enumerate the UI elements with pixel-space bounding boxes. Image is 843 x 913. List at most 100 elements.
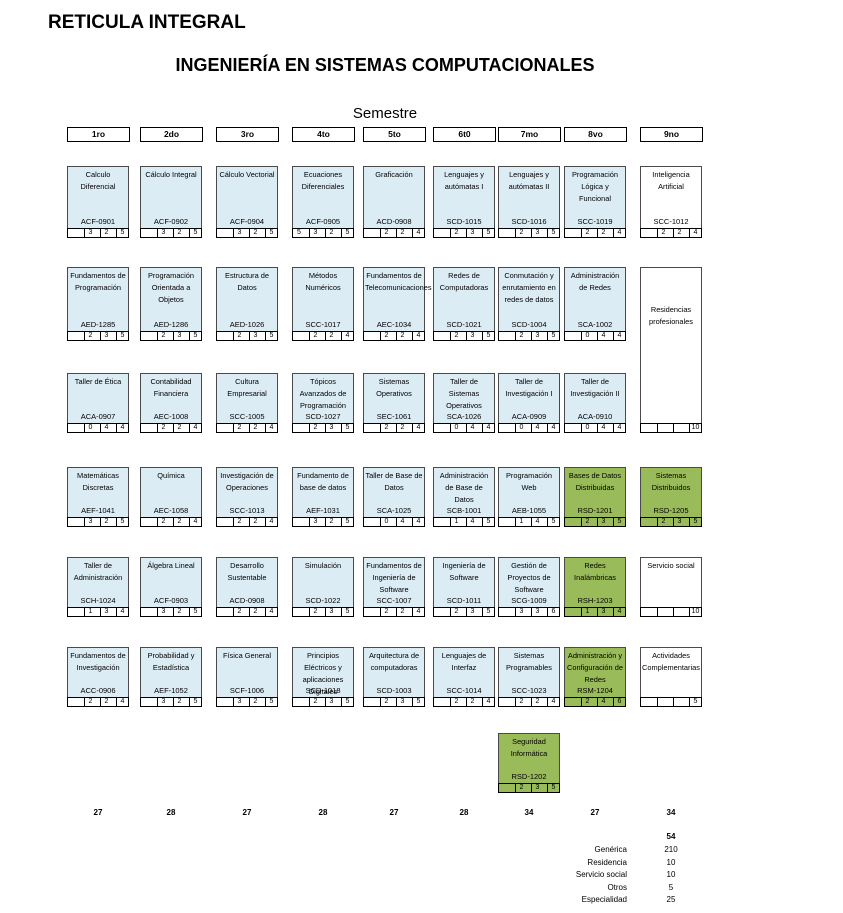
course-name: Programación Orientada a Objetos <box>147 271 194 304</box>
hours-cell <box>434 229 446 237</box>
hours-cell: 4 <box>412 424 424 432</box>
hours-cell <box>434 518 446 526</box>
course-code: SCD-1016 <box>511 217 547 226</box>
hours-cell: 2 <box>380 424 392 432</box>
hours-cell: 5 <box>341 698 353 706</box>
course-code: SCA-1002 <box>577 320 613 329</box>
column-total: 27 <box>389 808 399 817</box>
hours-cell: 2 <box>249 698 261 706</box>
hours-cell: 5 <box>116 332 128 340</box>
hours-cell <box>293 608 305 616</box>
hours-cell <box>673 608 685 616</box>
summary-label: Residencia <box>587 857 627 867</box>
hours-cell: 2 <box>515 229 527 237</box>
course-name: Gestión de Proyectos de Software <box>507 561 551 594</box>
hours-cell <box>565 698 577 706</box>
course-code: SCD-1003 <box>376 686 412 695</box>
course-name: Simulación <box>304 561 342 570</box>
column-total: 27 <box>93 808 103 817</box>
hours-cell: 4 <box>547 424 559 432</box>
hours-cell: 6 <box>613 698 625 706</box>
hours-cell: 5 <box>189 608 201 616</box>
course-name: Taller de Base de Datos <box>365 471 423 492</box>
hours-cell: 2 <box>396 229 408 237</box>
hours-cell: 5 <box>189 332 201 340</box>
course-name: Servicio social <box>647 561 695 570</box>
hours-cell: 4 <box>613 608 625 616</box>
hours-cell: 2 <box>657 229 669 237</box>
summary-value: 210 <box>664 845 678 854</box>
course-code: SCC-1023 <box>511 686 547 695</box>
course-code: SEC-1061 <box>376 412 412 421</box>
hours-cell <box>657 698 669 706</box>
hours-cell: 2 <box>466 698 478 706</box>
column-total: 28 <box>166 808 176 817</box>
semester-header: 5to <box>363 127 426 142</box>
hours-cell <box>364 698 376 706</box>
summary-value: 10 <box>666 857 676 867</box>
course-name: Desarrollo Sustentable <box>227 561 267 582</box>
hours-cell: 3 <box>309 229 321 237</box>
course-code: ACF-0905 <box>305 217 341 226</box>
hours-cell: 10 <box>689 608 701 616</box>
hours-cell: 4 <box>597 424 609 432</box>
hours-cell: 4 <box>100 424 112 432</box>
hours-cell: 2 <box>450 229 462 237</box>
hours-cell: 2 <box>233 424 245 432</box>
hours-cell: 2 <box>581 229 593 237</box>
course-name: Taller de Investigación I <box>505 377 553 398</box>
hours-cell: 2 <box>157 424 169 432</box>
hours-cell: 2 <box>173 698 185 706</box>
hours-cell <box>499 608 511 616</box>
hours-cell: 5 <box>341 518 353 526</box>
hours-cell: 2 <box>380 698 392 706</box>
hours-cell: 4 <box>613 424 625 432</box>
credit-hours-row: 10 <box>640 607 702 617</box>
hours-cell <box>293 424 305 432</box>
semester-header: 9no <box>640 127 703 142</box>
hours-cell: 0 <box>581 332 593 340</box>
hours-cell <box>565 424 577 432</box>
hours-cell: 4 <box>597 698 609 706</box>
hours-cell: 4 <box>482 424 494 432</box>
course-code: ACF-0901 <box>80 217 116 226</box>
hours-cell: 3 <box>466 229 478 237</box>
course-code: ACD-0908 <box>376 217 412 226</box>
column-total: 27 <box>590 808 600 817</box>
course-code: SCD-1027 <box>305 412 341 421</box>
hours-cell <box>499 698 511 706</box>
hours-cell: 5 <box>265 229 277 237</box>
course-code: SCD-1004 <box>511 320 547 329</box>
course-name: Seguridad Informática <box>510 737 548 758</box>
hours-cell: 2 <box>100 698 112 706</box>
course-name: Administración de Base de Datos <box>439 471 489 504</box>
hours-cell: 2 <box>157 332 169 340</box>
course-code: AED-1285 <box>80 320 116 329</box>
hours-cell: 2 <box>157 518 169 526</box>
hours-cell: 2 <box>515 698 527 706</box>
hours-cell: 3 <box>84 518 96 526</box>
